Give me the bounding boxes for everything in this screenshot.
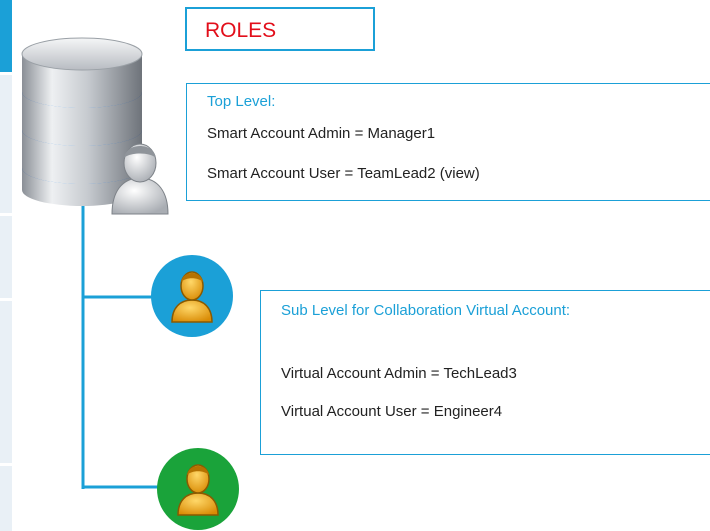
sub-level-box: Sub Level for Collaboration Virtual Acco… [260,290,710,455]
roles-title: ROLES [205,19,277,42]
user-icon [111,143,169,215]
smart-account-user-line: Smart Account User = TeamLead2 (view) [207,165,480,182]
left-edge-strip [0,0,12,531]
top-level-heading: Top Level: [207,93,276,110]
roles-title-box: ROLES [185,7,375,51]
edge-segment [0,0,12,72]
database-icon [21,37,169,215]
edge-segment [0,75,12,213]
edge-segment [0,466,12,531]
virtual-account-admin-line: Virtual Account Admin = TechLead3 [281,365,517,382]
sub-level-heading: Sub Level for Collaboration Virtual Acco… [281,302,571,319]
user-icon [151,255,233,337]
edge-segment [0,216,12,298]
smart-account-admin-line: Smart Account Admin = Manager1 [207,125,436,142]
virtual-account-user-line: Virtual Account User = Engineer4 [281,403,503,420]
user-icon [157,448,239,530]
edge-segment [0,301,12,463]
top-level-box: Top Level: Smart Account Admin = Manager… [186,83,710,201]
